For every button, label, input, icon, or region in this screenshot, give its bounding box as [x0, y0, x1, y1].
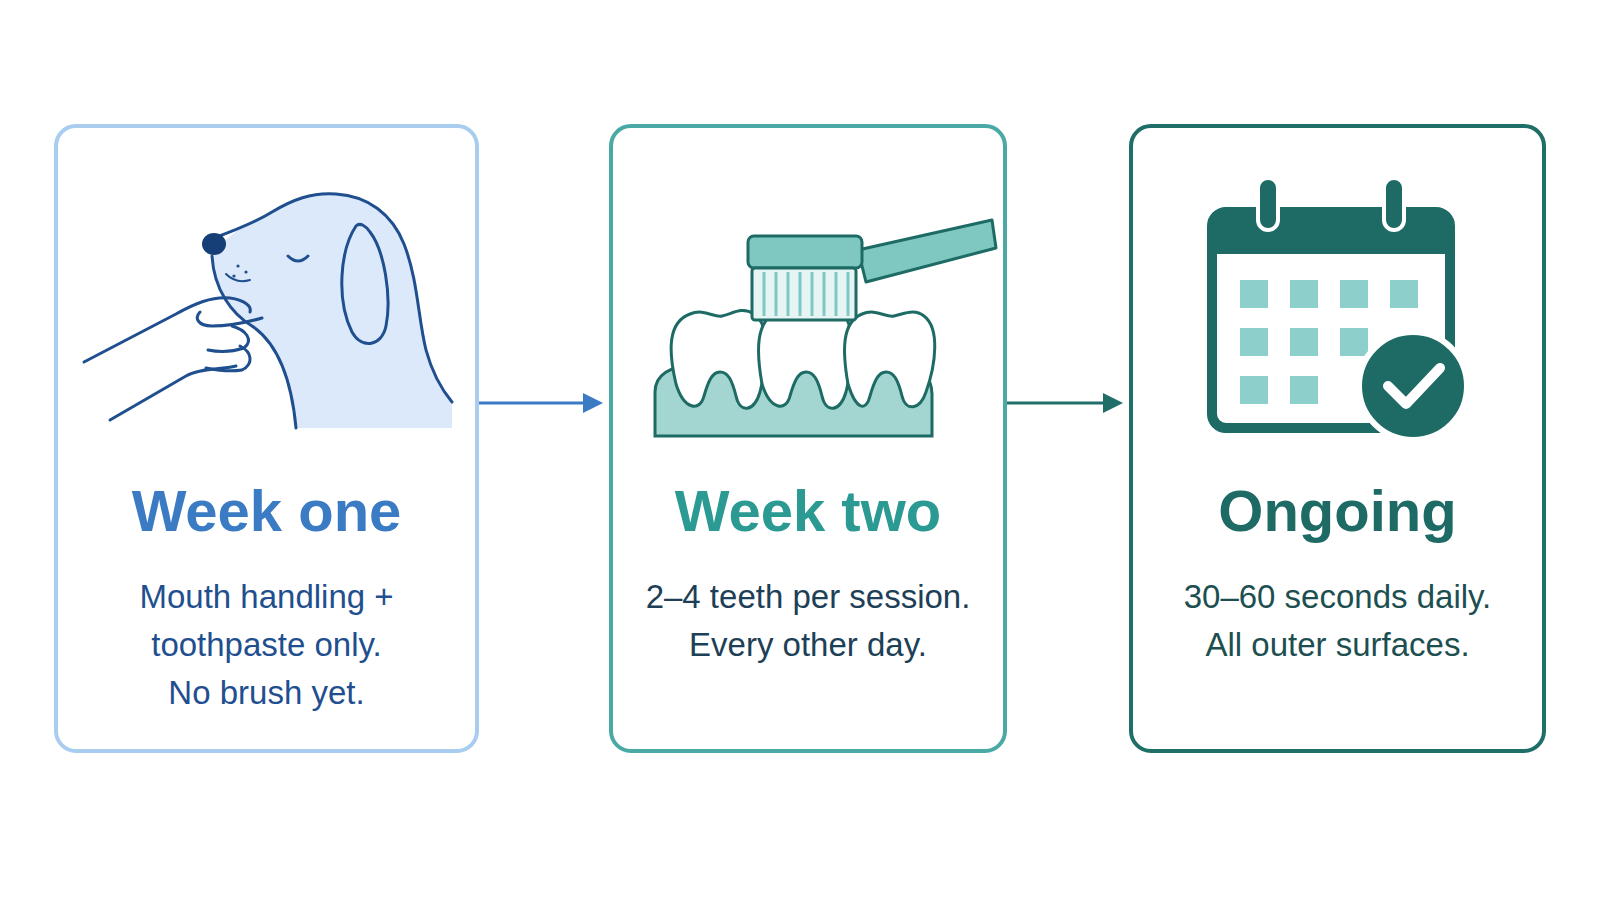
calendar-illustration: [1212, 178, 1467, 440]
stage-description: 30–60 seconds daily. All outer surfaces.: [1168, 573, 1508, 669]
stage-title: Week one: [58, 479, 475, 543]
stage-description: 2–4 teeth per session. Every other day.: [633, 573, 983, 669]
flow-arrow: [1007, 393, 1123, 413]
stage-title: Ongoing: [1133, 479, 1542, 543]
toothbrush-illustration: [655, 220, 996, 436]
stage-title: Week two: [613, 479, 1003, 543]
flow-arrow: [479, 393, 603, 413]
dog-illustration: [84, 194, 452, 428]
stage-description: Mouth handling + toothpaste only. No bru…: [129, 573, 404, 717]
stage-box: Week two 2–4 teeth per session. Every oth…: [609, 124, 1007, 753]
